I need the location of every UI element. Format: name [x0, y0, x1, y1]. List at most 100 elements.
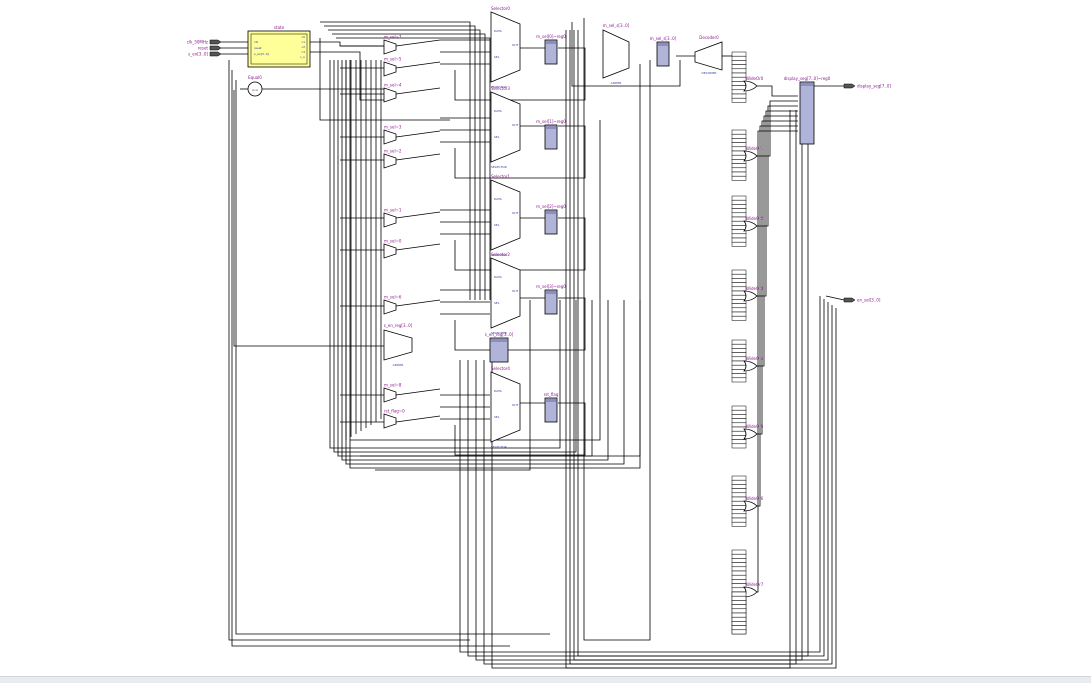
register-label: m_sel[0]~reg0 [536, 34, 566, 39]
mux-label: m_sel~1 [384, 208, 402, 213]
or-input-cell [732, 304, 746, 308]
or-input-cell [732, 571, 746, 575]
or-input-cell [732, 414, 746, 418]
or-input-cell [732, 575, 746, 579]
or-input-cell [732, 348, 746, 352]
or-gate-label: WideOr0 [746, 76, 764, 81]
mux-shape [384, 130, 396, 144]
mux-label: m_sel~6 [384, 295, 402, 300]
or-input-cell [732, 444, 746, 448]
mux-label: m_sel~2 [384, 149, 402, 154]
mux-label: m_sel~8 [384, 383, 402, 388]
selector-port: SEL [494, 415, 500, 419]
selector-shape [491, 372, 520, 442]
register-block: s_en_reg[3..0] [485, 332, 514, 362]
or-gate-group: WideOr2 [732, 196, 764, 246]
or-gate-shape [744, 361, 757, 371]
wire [756, 86, 798, 96]
output-port-arrow [844, 298, 855, 302]
output-port-arrow [844, 84, 855, 88]
or-input-cell [732, 501, 746, 505]
or-input-cell [732, 204, 746, 208]
input-port-label: s_en[3..0] [188, 52, 208, 57]
wire [396, 212, 440, 218]
or-input-cell [732, 238, 746, 242]
or-input-cell [732, 291, 746, 295]
input-port: reset [198, 46, 221, 51]
output-port-label: en_sel[3..0] [857, 298, 881, 303]
register-header [491, 339, 507, 342]
or-input-cell [732, 213, 746, 217]
or-input-cell [732, 497, 746, 501]
mux-block: m_sel~8 [384, 383, 402, 403]
or-input-cell [732, 283, 746, 287]
or-input-cell [732, 353, 746, 357]
or-gate-group: WideOr3 [732, 270, 764, 320]
register-block: m_sel[1]~reg0 [536, 119, 566, 149]
or-input-cell [732, 630, 746, 634]
register-label: m_sel[2]~reg0 [536, 204, 566, 209]
or-input-cell [732, 143, 746, 147]
or-input-cell [732, 626, 746, 630]
mux-shape [384, 244, 396, 258]
register-label: s_en_reg[3..0] [485, 332, 514, 337]
or-input-cell [732, 617, 746, 621]
register-block: rst_flag [544, 392, 559, 422]
output-port-label: display_seg[7..0] [857, 84, 891, 89]
mux-block: m_sel~6 [384, 295, 402, 315]
mux-shape [384, 300, 396, 314]
mux-shape [384, 388, 396, 402]
or-input-cell [732, 278, 746, 282]
or-gate-label: WideOr7 [746, 582, 764, 587]
or-input-cell [732, 270, 746, 274]
wire [396, 62, 440, 68]
selector-port: DATA [494, 109, 503, 113]
or-input-cell [732, 217, 746, 221]
or-gate-shape [744, 291, 757, 301]
output-port: display_seg[7..0] [844, 84, 891, 89]
selector-port: SEL [494, 135, 500, 139]
or-input-cell [732, 60, 746, 64]
register-header [546, 126, 556, 129]
state-port-in: s_en[3..0] [254, 52, 269, 56]
or-input-cell [732, 56, 746, 60]
register-block: m_sel_s[3..0] [650, 36, 677, 66]
selector-sublabel: SELECTOR [491, 445, 507, 449]
selector-port: OUT [512, 211, 519, 215]
equal-block: ==Equal0 [248, 75, 262, 96]
or-input-cell [732, 563, 746, 567]
input-port-arrow [210, 40, 221, 44]
adder-sublabel: ADDER [393, 363, 404, 367]
input-port-label: clk_50MHz [187, 40, 208, 45]
selector-port: DATA [494, 29, 503, 33]
or-input-cell [732, 147, 746, 151]
or-gate-shape [744, 221, 757, 231]
or-gate-group: WideOr0 [732, 52, 764, 102]
or-input-cell [732, 316, 746, 320]
or-input-cell [732, 94, 746, 98]
mux-shape [384, 88, 396, 102]
mux-label: m_sel~0 [384, 239, 402, 244]
or-input-cell [732, 423, 746, 427]
selector-port: OUT [512, 403, 519, 407]
or-input-cell [732, 344, 746, 348]
or-gate-label: WideOr2 [746, 216, 764, 221]
wire [476, 302, 828, 660]
mux-label: m_sel~7 [384, 35, 402, 40]
or-input-cell [732, 489, 746, 493]
state-port-out: c2 [301, 45, 305, 49]
or-input-cell [732, 221, 746, 225]
input-port-arrow [210, 46, 221, 50]
equal-operator: == [252, 87, 259, 92]
mux-block: m_sel~0 [384, 239, 402, 259]
mux-block: m_sel~3 [384, 125, 402, 145]
or-input-cell [732, 164, 746, 168]
wire [492, 308, 836, 668]
selector-sublabel: SELECTOR [491, 165, 507, 169]
input-port-arrow [210, 52, 221, 56]
or-input-cell [732, 90, 746, 94]
mux-shape [384, 62, 396, 76]
